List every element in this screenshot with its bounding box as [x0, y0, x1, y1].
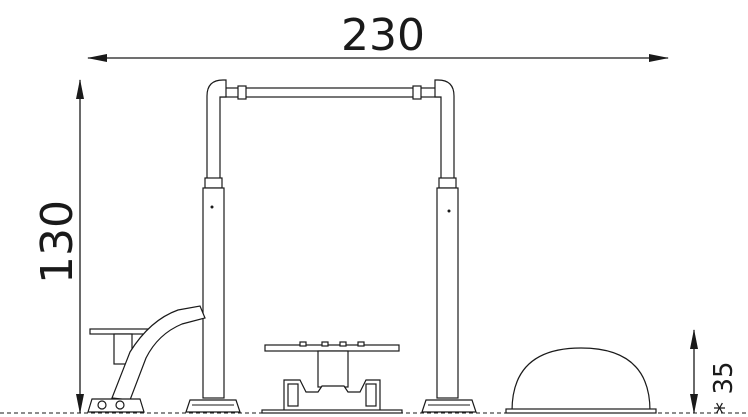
center-table-knob-1 — [299, 341, 307, 347]
center-table-knob-2 — [321, 341, 329, 347]
dome — [511, 347, 651, 412]
left-base-bolt-2 — [115, 400, 125, 410]
frame-top-bar — [213, 85, 447, 100]
right-post-bolt — [447, 209, 451, 213]
center-seat-right — [365, 383, 377, 407]
frame-right-post — [421, 79, 477, 413]
dome-base — [505, 408, 657, 414]
top-bar-clamp-right — [412, 85, 422, 100]
center-table-top — [264, 344, 400, 352]
height-label: 130 — [32, 200, 83, 284]
top-bar-clamp-left — [237, 85, 247, 100]
frame-left-post — [185, 79, 241, 413]
center-table-pillar — [317, 350, 349, 388]
left-equipment — [87, 305, 206, 413]
depth-prefix: * — [710, 402, 738, 414]
left-post-bolt — [210, 205, 214, 209]
top-bar — [213, 87, 447, 98]
right-post-base — [421, 399, 477, 413]
left-post-lower — [202, 187, 225, 399]
depth-label: 35 — [709, 361, 739, 394]
center-equipment — [261, 341, 403, 414]
left-post-upper — [206, 79, 227, 186]
width-dimension: 230 — [87, 10, 669, 62]
center-table-knob-3 — [339, 341, 347, 347]
center-table-knob-4 — [357, 341, 365, 347]
right-post-lower — [436, 187, 459, 399]
right-post-collar — [438, 177, 457, 189]
left-post-collar — [204, 177, 223, 189]
height-dimension: 130 — [32, 79, 84, 414]
center-seat-left — [287, 383, 299, 407]
center-base-plate — [261, 409, 403, 414]
width-label: 230 — [341, 10, 425, 61]
left-post-base — [185, 399, 241, 413]
right-post-upper — [434, 79, 455, 186]
dome-equipment — [505, 347, 657, 414]
left-curved-arm — [111, 305, 206, 401]
left-base-bolt-1 — [97, 400, 107, 410]
depth-dimension: 35 * — [690, 329, 739, 414]
